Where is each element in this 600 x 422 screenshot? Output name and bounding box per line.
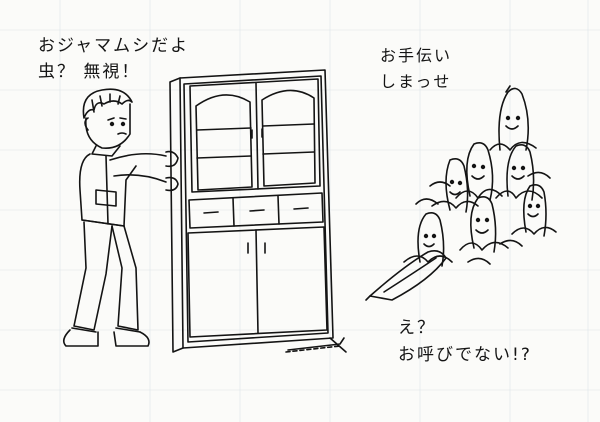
man-character (62, 88, 179, 347)
reply-speech-line-2: お呼びでない!? (398, 345, 532, 365)
banana-group (365, 85, 557, 301)
banana-character-1 (489, 85, 537, 151)
banana-character-4 (431, 158, 479, 213)
man-speech-line-1: おジャマムシだよ (38, 36, 190, 56)
man-speech-line-2: 虫？ 無視！ (38, 62, 141, 82)
banana-character-2 (455, 142, 503, 201)
bananas-speech-line-2: しまっせ (380, 72, 452, 91)
bananas-speech-line-1: お手伝い (380, 46, 453, 65)
banana-character-3 (495, 144, 543, 201)
banana-character-5 (511, 184, 557, 237)
banana-character-7 (403, 212, 453, 267)
cupboard (169, 69, 347, 353)
reply-speech-line-1: え？ (398, 318, 436, 338)
